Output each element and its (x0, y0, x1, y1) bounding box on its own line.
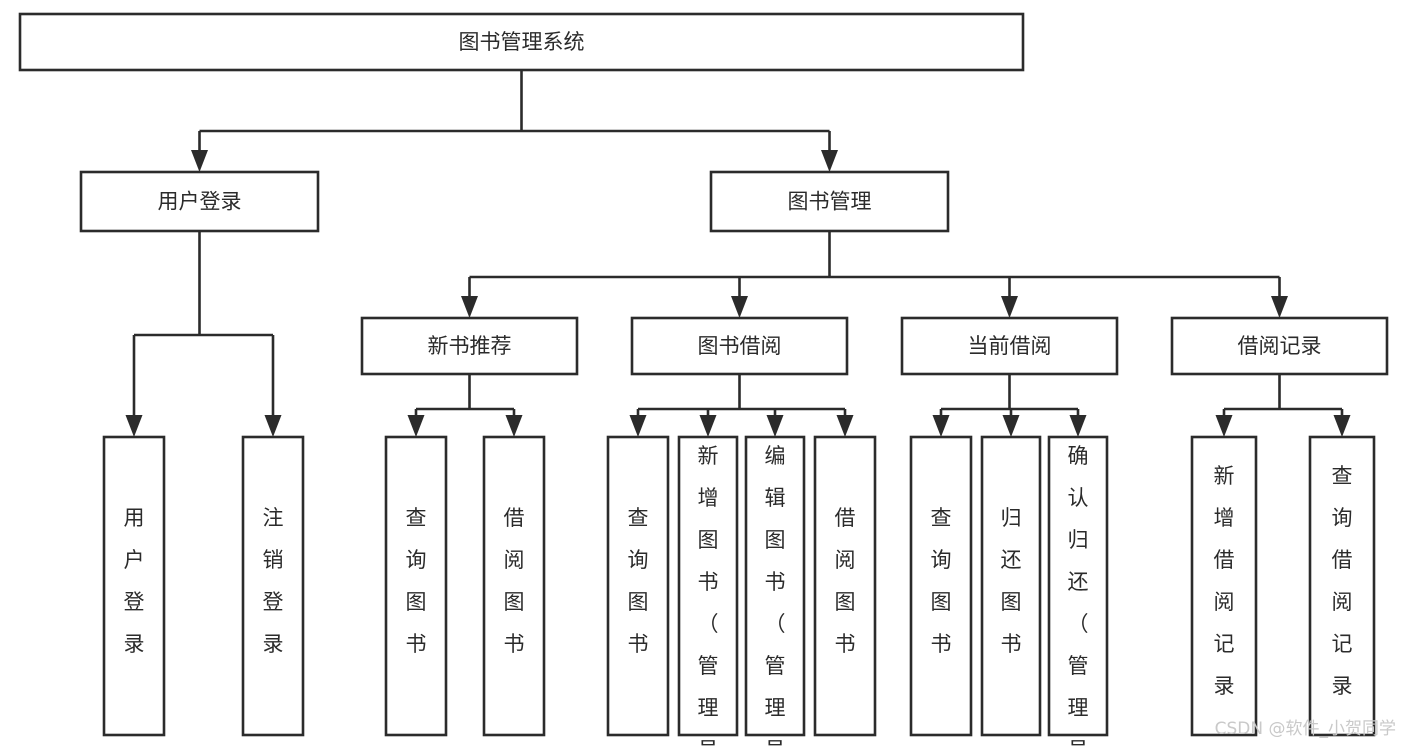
edge-book-manage-to-current-borrow-arrowhead (1001, 296, 1018, 318)
leaf-logout-box[interactable] (241, 435, 305, 737)
leaf-add-book-label: 新增图书（管理员） (698, 444, 719, 747)
root-node-label: 图书管理系统 (459, 30, 585, 54)
leaf-return-book-label: 归还图书 (1001, 506, 1022, 656)
edge-new-book-recommend-to-leaf-query-book-1-arrowhead (407, 415, 425, 437)
borrow-record-label: 借阅记录 (1238, 334, 1322, 358)
leaf-edit-book-label: 编辑图书（管理员） (765, 444, 786, 747)
edge-root-to-book-manage-arrowhead (821, 150, 838, 172)
edge-current-borrow-to-leaf-confirm-return-arrowhead (1069, 415, 1087, 437)
edge-root-to-user-login-arrowhead (191, 150, 208, 172)
new-book-recommend-label: 新书推荐 (428, 334, 512, 358)
user-login-label: 用户登录 (158, 190, 242, 214)
borrow-record-box[interactable] (1170, 316, 1389, 376)
book-manage-box[interactable] (709, 170, 950, 233)
leaf-query-record-box[interactable] (1308, 435, 1376, 737)
leaf-confirm-return-box[interactable] (1047, 435, 1109, 737)
leaf-query-book-3-label: 查询图书 (931, 506, 952, 656)
edge-current-borrow-to-leaf-query-book-3-arrowhead (932, 415, 950, 437)
leaf-query-book-2-label: 查询图书 (628, 506, 649, 656)
edge-book-borrow-to-leaf-add-book-arrowhead (699, 415, 717, 437)
user-login-box[interactable] (79, 170, 320, 233)
leaf-borrow-book-2-label: 借阅图书 (835, 506, 856, 656)
watermark-text: CSDN @软件_小贺同学 (1215, 719, 1396, 739)
edge-book-manage-to-new-book-recommend-arrowhead (461, 296, 478, 318)
leaf-query-book-2-box[interactable] (606, 435, 670, 737)
edge-current-borrow-to-leaf-return-book-arrowhead (1002, 415, 1020, 437)
leaf-return-book-box[interactable] (980, 435, 1042, 737)
leaf-user-login-label: 用户登录 (124, 506, 145, 656)
edge-book-manage-to-book-borrow-arrowhead (731, 296, 748, 318)
leaf-edit-book-box[interactable] (744, 435, 806, 737)
leaf-add-record-box[interactable] (1190, 435, 1258, 737)
book-manage-label: 图书管理 (788, 190, 872, 214)
edge-new-book-recommend-to-leaf-borrow-book-1-arrowhead (505, 415, 523, 437)
leaf-query-book-1-label: 查询图书 (406, 506, 427, 656)
leaf-borrow-book-2-box[interactable] (813, 435, 877, 737)
leaf-logout-label: 注销登录 (263, 506, 284, 656)
edge-user-login-to-leaf-user-login-arrowhead (125, 415, 143, 437)
edge-user-login-to-leaf-logout-arrowhead (264, 415, 282, 437)
book-borrow-label: 图书借阅 (698, 334, 782, 358)
edge-book-borrow-to-leaf-borrow-book-2-arrowhead (836, 415, 854, 437)
leaf-add-book-box[interactable] (677, 435, 739, 737)
leaf-query-book-3-box[interactable] (909, 435, 973, 737)
leaf-borrow-book-1-label: 借阅图书 (504, 506, 525, 656)
edge-borrow-record-to-leaf-add-record-arrowhead (1215, 415, 1233, 437)
edge-borrow-record-to-leaf-query-record-arrowhead (1333, 415, 1351, 437)
current-borrow-label: 当前借阅 (968, 334, 1052, 358)
leaf-borrow-book-1-box[interactable] (482, 435, 546, 737)
leaf-add-record-label: 新增借阅记录 (1214, 464, 1235, 698)
leaf-user-login-box[interactable] (102, 435, 166, 737)
leaf-query-book-1-box[interactable] (384, 435, 448, 737)
leaf-confirm-return-label: 确认归还（管理员） (1068, 444, 1089, 747)
edge-book-manage-to-borrow-record-arrowhead (1271, 296, 1288, 318)
root-node-box[interactable] (18, 12, 1025, 72)
edge-book-borrow-to-leaf-query-book-2-arrowhead (629, 415, 647, 437)
leaf-query-record-label: 查询借阅记录 (1332, 464, 1353, 698)
edge-book-borrow-to-leaf-edit-book-arrowhead (766, 415, 784, 437)
